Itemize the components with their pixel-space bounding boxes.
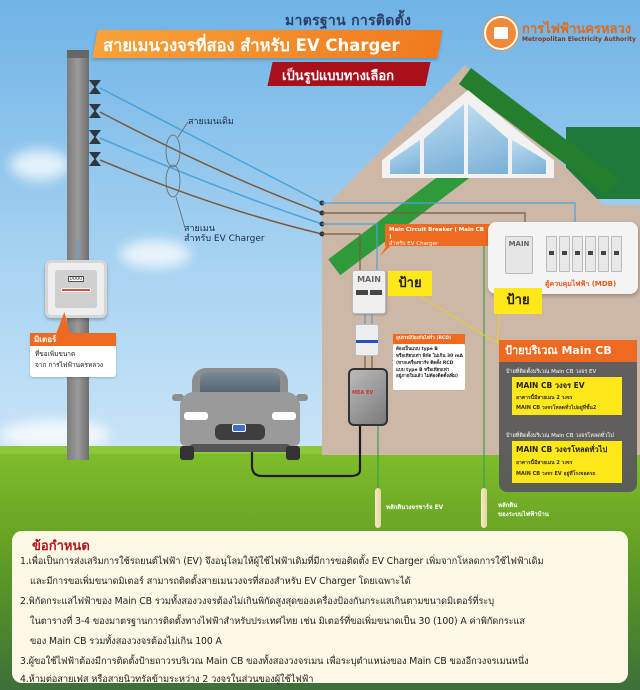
requirement-line: ในตารางที่ 3-4 ของมาตรฐานการติดตั้งทางไฟ… — [30, 616, 526, 627]
general-sign-line: อาคารนี้มีสายเมน 2 วงจร — [516, 460, 573, 466]
main-cb-text: MAIN — [357, 275, 381, 284]
requirements-box — [12, 531, 628, 683]
ev-sign-title: MAIN CB วงจร EV — [516, 381, 585, 390]
general-sign-caption: ป้ายที่ติดตั้งบริเวณ Main CB วงจรโหลดทั่… — [506, 433, 614, 439]
pole-cap — [67, 50, 89, 58]
ev-main-cb-sign: MAIN CB วงจร EV อาคารนี้มีสายเมน 2 วงจร … — [512, 377, 622, 415]
main-cb-callout-pointer — [380, 240, 390, 256]
meter-callout-text: ที่ขอเพิ่มขนาด จาก การไฟฟ้านครหลวง — [35, 349, 103, 371]
page-subtitle: มาตรฐาน การติดตั้ง — [285, 13, 412, 29]
requirement-line: 1.เพื่อเป็นการส่งเสริมการใช้รถยนต์ไฟฟ้า … — [20, 556, 544, 567]
mdb-main-text: MAIN — [508, 240, 530, 248]
main-cb-sign: ป้าย — [388, 271, 432, 296]
requirement-line: และมีการขอเพิ่มขนาดมิเตอร์ สามารถติดตั้ง… — [30, 576, 411, 587]
ev-ground-rod — [375, 488, 381, 528]
requirement-line: 2.พิกัดกระแสไฟฟ้าของ Main CB รวมทั้งสองว… — [20, 596, 495, 607]
cloud — [0, 420, 110, 450]
electric-meter: 0000 — [45, 260, 107, 318]
page-title: สายเมนวงจรที่สอง สำหรับ EV Charger — [103, 36, 400, 55]
general-sign-line: MAIN CB วงจร EV อยู่ที่โรงจอดรถ — [516, 471, 596, 477]
rcd-title: อุปกรณ์ป้องกันไฟรั่ว (RCD) — [393, 334, 465, 344]
car-mirror — [172, 394, 184, 401]
rcd-callout — [393, 344, 465, 390]
meter-callout-line: จาก การไฟฟ้านครหลวง — [35, 361, 104, 369]
ev-wire-label-1: สายเมน — [184, 224, 215, 234]
main-cb-callout: Main Circuit Breaker ( Main CB ) สำหรับ … — [385, 224, 490, 247]
mdb-sign: ป้าย — [494, 288, 542, 314]
general-main-cb-sign: MAIN CB วงจรโหลดทั่วไป อาคารนี้มีสายเมน … — [512, 441, 622, 483]
requirement-line: 4.ห้ามต่อสายเฟส หรือสายนิวทรัลข้ามระหว่า… — [20, 674, 314, 685]
requirement-line: ของ Main CB รวมทั้งสองวงจรต้องไม่เกิน 10… — [30, 636, 222, 647]
mea-logo-icon — [484, 16, 518, 50]
insulator-icon — [89, 104, 101, 118]
charging-plug-icon — [232, 424, 246, 432]
mdb-breaker — [559, 236, 570, 272]
cloud — [120, 240, 190, 268]
rcd-line: หรือเทียบเท่า พิกัด ไม่เกิน 30 mA — [396, 353, 463, 359]
car-wheel — [286, 446, 300, 460]
rcd-text: ต้องเป็นแบบ type B หรือเทียบเท่า พิกัด ไ… — [396, 347, 463, 381]
breaker-switch — [370, 290, 382, 295]
car-headlight — [272, 412, 296, 420]
rcd-line: อยู่ภายในแล้ว ไม่ต้องติดตั้งเพิ่ม) — [396, 374, 459, 379]
insulator-icon — [89, 130, 101, 144]
insulator-icon — [89, 152, 101, 166]
page-tag: เป็นรูปแบบทางเลือก — [282, 69, 395, 84]
car-headlight — [184, 412, 208, 420]
car-grille — [215, 424, 265, 440]
meter-callout-line: ที่ขอเพิ่มขนาด — [35, 350, 76, 358]
mdb-breaker — [598, 236, 609, 272]
meter-digits: 0000 — [68, 276, 84, 282]
meter-face: 0000 — [55, 270, 97, 308]
meter-callout-title: มิเตอร์ — [30, 333, 116, 346]
rcd-line: ต้องเป็นแบบ type B — [396, 347, 438, 352]
rcd-line: แบบ type B หรือเทียบเท่า — [396, 367, 450, 373]
ev-sign-line: อาคารนี้มีสายเมน 2 วงจร — [516, 395, 573, 401]
logo-name: การไฟฟ้านครหลวง — [522, 22, 632, 37]
car-mirror — [296, 394, 308, 401]
mdb-breaker — [572, 236, 583, 272]
logo-subtitle: Metropolitan Electricity Authority — [522, 36, 636, 43]
mdb-main-breaker — [505, 236, 533, 274]
mdb-label: ตู้ควบคุมไฟฟ้า (MDB) — [545, 280, 617, 288]
main-cb-sublabel: สำหรับ EV Charger — [389, 241, 439, 247]
main-cb-label: Main Circuit Breaker ( Main CB ) — [389, 227, 484, 240]
ev-wire-label-2: สำหรับ EV Charger — [184, 234, 265, 244]
mdb-breaker — [546, 236, 557, 272]
charger-brand: MEA EV — [352, 390, 374, 396]
cloud — [10, 150, 70, 180]
mdb-breaker — [611, 236, 622, 272]
car-wheel — [180, 446, 194, 460]
ev-sign-caption: ป้ายที่ติดตั้งบริเวณ Main CB วงจร EV — [506, 369, 597, 375]
requirements-title: ข้อกำหนด — [32, 539, 90, 554]
ev-sign-line: MAIN CB วงจรโหลดทั่วไปอยู่ที่ชั้น2 — [516, 405, 597, 411]
house-ground-rod-label-line: หลักดิน — [498, 502, 518, 509]
house-ground-rod-label: หลักดิน ของระบบไฟฟ้าบ้าน — [498, 501, 549, 519]
insulator-icon — [89, 80, 101, 94]
mdb-breaker — [585, 236, 596, 272]
breaker-switch — [356, 290, 368, 295]
car-bumper — [190, 444, 290, 452]
grass-edge — [0, 446, 640, 454]
rcd-line: (หากเครื่องชาร์จ ติดตั้ง RCD — [396, 361, 454, 366]
house-ground-rod — [481, 488, 487, 528]
rcd-toggle — [356, 340, 378, 343]
general-sign-title: MAIN CB วงจรโหลดทั่วไป — [516, 445, 608, 454]
requirement-line: 3.ผู้ขอใช้ไฟฟ้าต้องมีการติดตั้งป้ายถาวรบ… — [20, 656, 529, 667]
ev-charger — [348, 368, 388, 426]
ev-ground-rod-label: หลักดินวงจรชาร์จ EV — [386, 504, 444, 511]
existing-main-wire-label: สายเมนเดิม — [188, 117, 234, 127]
sign-panel-title: ป้ายบริเวณ Main CB — [499, 340, 637, 362]
meter-indicator — [61, 288, 91, 292]
house-ground-rod-label-line: ของระบบไฟฟ้าบ้าน — [498, 511, 549, 518]
